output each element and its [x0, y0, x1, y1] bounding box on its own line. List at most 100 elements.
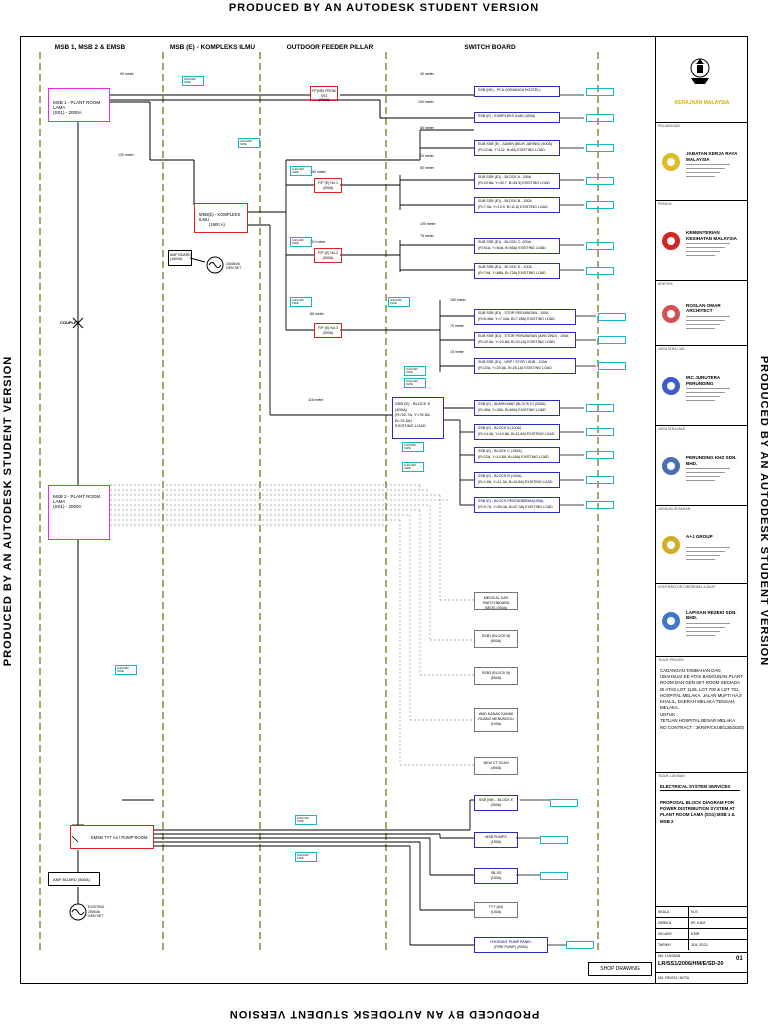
section-caption: JURUUKUR BAHAN	[658, 507, 691, 511]
sub-switchboard-box[interactable]: SUB SSB (E1) - STOR PERUBATAN (AIRCOND) …	[474, 332, 576, 348]
row-value: N.S	[691, 909, 698, 914]
address-line	[686, 468, 730, 470]
sub-switchboard-box[interactable]: SSB (E) - KOMPLEKS ILMU (400A)	[474, 112, 560, 123]
feeder-pillar-box[interactable]: FP(NE) FROM SS1(300A)	[310, 86, 338, 102]
sub-switchboard-box[interactable]: SUB SSB (E1) - URP / STOR / KDB - 100A(R…	[474, 358, 576, 374]
amf-board-500[interactable]: AMF BOARD (500A)	[48, 872, 100, 886]
sub-switchboard-box[interactable]: SUB SSB (E1) - BLOCK B - 150A(R=7.9A, Y=…	[474, 197, 560, 213]
section-name: PERUNDING KHZ SDN. BHD.	[686, 455, 737, 466]
row-key: SKALA	[658, 910, 670, 914]
cable-distance-label: 90 meter	[120, 72, 134, 76]
section-name: LAPISAN REZEKI SDN. BHD.	[686, 609, 737, 621]
msb1-feeders	[110, 94, 474, 205]
sub-switchboard-box[interactable]: SSB (E) - BLOCK B (100A)(R=1.8A, Y=11.3A…	[474, 472, 560, 488]
sub-switchboard-box[interactable]: SUB SSB (E1) - BLOCK C -200A(R=51A, Y=64…	[474, 238, 560, 254]
row-separator	[688, 907, 689, 917]
address-line	[686, 559, 715, 561]
drawing-caption: TAJUK LUKISAN	[658, 774, 685, 778]
cable-tag: 4x1Cx240 XLPE	[115, 665, 137, 675]
ssb-label: SUB SSB (E1) - BLOCK A - 200A	[478, 175, 532, 179]
sub-switchboard-box[interactable]: SSB (NE) - PCU (KENANGA HOSTEL)	[474, 86, 560, 97]
msbe-box[interactable]: MSB(E) - KOMPLEKS ILMU (1600 A)	[194, 203, 248, 233]
cable-distance-label: 150 meter	[310, 170, 326, 174]
msb2-box[interactable]: MSB 2 - PLANT ROOM LAMA (SS1) - 2000A	[48, 485, 110, 540]
ssb-label: SUB SSB (E) - ADMIN (BILIK JARING) (400A…	[478, 142, 553, 146]
zone-dividers	[39, 52, 599, 952]
amf1-label: AMF BOARD	[170, 253, 191, 257]
section-caption: ARKITEK	[658, 282, 673, 286]
drawing-title: PROPOSAL BLOCK DIAGRAM FOR POWER DISTRIB…	[660, 800, 735, 824]
generator-symbols	[69, 256, 224, 921]
address-line	[686, 472, 725, 474]
drawing-title-section: TAJUK LUKISAN	[656, 772, 748, 902]
genset1-kva: 1600kVA	[226, 262, 240, 266]
emsb-box[interactable]: EMSB TYT A4 / PUMP ROOM	[70, 825, 154, 849]
cable-spec-box	[586, 87, 614, 96]
row-key: TARIKH	[658, 943, 671, 947]
output-arrows	[560, 94, 596, 506]
emsb-load-box[interactable]: SSB (NE) - BLOCK E(300A)	[474, 795, 518, 811]
emsb-load-box[interactable]: MSB PUMPS(150A)	[474, 832, 518, 848]
feeder-pillar-box[interactable]: F/P (E) No.3(300A)	[314, 323, 342, 338]
msb2-load-box[interactable]: SSB1 (BLOCK B)(600A)	[474, 630, 518, 648]
sub-switchboard-box[interactable]: SUB SSB (E1) - BLOCK D - 100A(R=74A, Y=6…	[474, 263, 560, 279]
msb2-load-box[interactable]: MEDICAL GAS SWITCHBOARD(MGS) (300A)	[474, 592, 518, 610]
ssb-label: SUB SSB (E1) - STOR PERUBATAN - 100A	[478, 311, 549, 315]
address-line	[686, 315, 730, 317]
sub-switchboard-box[interactable]: SUB SSB (E) - ADMIN (BILIK JARING) (400A…	[474, 140, 560, 156]
revision-row: NO. REVISI / NOTA	[656, 972, 748, 985]
cable-spec-box	[586, 267, 614, 275]
feeder-pillar-box[interactable]: F/P (E) No.1(300A)	[314, 178, 342, 193]
emsb-load-box[interactable]: SB-SS(150A)	[474, 868, 518, 884]
sub-switchboard-box[interactable]: SSB (E) - BLOCK C (100A)(R=22A, Y=14.8A,…	[474, 447, 560, 463]
row-value: JUL 2021	[691, 942, 708, 947]
msb2-load-label: SSB1 (BLOCK B)	[481, 634, 511, 638]
genset2-line2: 250kVA	[88, 909, 100, 914]
msb1-box[interactable]: MSB 1 - PLANT ROOM LAMA (SS1) - 2000A	[48, 88, 110, 122]
msb2-load-box[interactable]: NEW CT SCAN(400A)	[474, 757, 518, 775]
cable-spec-box	[550, 799, 578, 807]
emsb-load-box[interactable]: TYT (A4)(100A)	[474, 902, 518, 918]
project-untuk: UNTUK :	[660, 712, 678, 717]
title-block	[655, 36, 748, 984]
cable-tag: 4x1Cx240 XLPE	[402, 442, 424, 452]
feeder-pillar-label: F/P (E) No.2	[318, 251, 338, 255]
ssb-e-rating: (400A)	[395, 406, 408, 412]
sub-switchboard-box[interactable]: SUB SSB (E1) - BLOCK A - 200A(R=20.8A, Y…	[474, 173, 560, 189]
ssb-label: SSB (E) - BLOCK PENTADBIRAN(100A)	[478, 499, 544, 503]
genset2-line1: EXISTING	[88, 905, 105, 909]
feeder-pillar-box[interactable]: F/P (E) No.2(300A)	[314, 248, 342, 263]
ssb-label: SSB (E) - KOMPLEKS ILMU (400A)	[478, 114, 536, 118]
cable-distance-label: 70 meter	[450, 324, 464, 328]
address-line	[686, 327, 715, 329]
msb2-load-box[interactable]: SSB3 (BLOCK B)(600A)	[474, 667, 518, 685]
cable-spec-box	[566, 941, 594, 949]
emsb-load-label: HYDRANT PUMP PANEL	[490, 940, 532, 944]
emsb-load-box[interactable]: HYDRANT PUMP PANEL(FIRE PUMP) (200A)	[474, 937, 548, 953]
client-main: KERAJAAN MALAYSIA	[674, 100, 730, 106]
ssb-load: (R=51A, Y=64A, B=65A) EXISTING LOAD	[478, 245, 546, 250]
ssb-label: SUB SSB (E1) - BLOCK D - 100A	[478, 265, 532, 269]
sub-switchboard-box[interactable]: SSB (E) - ADMIN WAD (BLOCK E) (200A)(R=4…	[474, 400, 560, 416]
amf-board-1600[interactable]: AMF BOARD (1600A)	[168, 250, 192, 266]
cable-distance-label: 100 meter	[418, 100, 434, 104]
project-untuk-value: TETUAN HOSPITAL BESAR MELAKA	[660, 718, 736, 723]
cable-spec-box	[598, 362, 626, 370]
genset2-line3: GEN SET	[88, 914, 104, 918]
sub-switchboard-box[interactable]: SSB (E) - BLOCK PENTADBIRAN(100A)(R=9.7A…	[474, 497, 560, 513]
address-line	[686, 176, 715, 178]
sub-switchboard-box[interactable]: SSB (E) - BLOCK A (100A)(R=14.4A, Y=14.8…	[474, 424, 560, 440]
sub-switchboard-box[interactable]: SUB SSB (E1) - STOR PERUBATAN - 100A(R=6…	[474, 309, 576, 325]
msb2-load-label: (600A)	[490, 676, 502, 680]
ssb-block-e-box[interactable]: SSB (E) - BLOCK E (400A) (R=92.7A, Y=76.…	[392, 397, 444, 439]
amf2-label: AMF BOARD (500A)	[53, 877, 90, 882]
emsb-load-label: TYT (A4)	[488, 905, 504, 909]
row-key: DILUKIS	[658, 932, 672, 936]
msb1-title: MSB 1 - PLANT ROOM LAMA	[53, 100, 101, 110]
